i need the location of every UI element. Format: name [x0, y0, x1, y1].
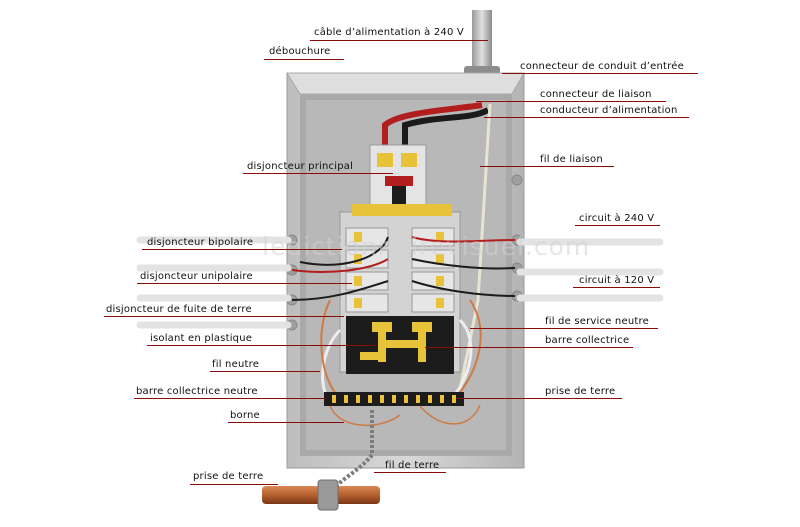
leader-rule	[104, 316, 344, 317]
label-circuit-120: circuit à 120 V	[579, 275, 655, 286]
label-barre-collectrice: barre collectrice	[545, 335, 630, 346]
panel-box-lip	[286, 72, 525, 95]
label-conducteur-alimentation: conducteur d’alimentation	[540, 105, 678, 116]
supply-conduit	[472, 10, 492, 72]
leader-rule	[480, 166, 614, 167]
leader-rule	[210, 371, 320, 372]
leader-rule	[374, 472, 446, 473]
leader-rule	[310, 40, 488, 41]
label-disjoncteur-fuite: disjoncteur de fuite de terre	[106, 304, 252, 315]
label-circuit-240: circuit à 240 V	[579, 213, 655, 224]
leader-rule	[147, 345, 375, 346]
leader-rule	[573, 287, 660, 288]
leader-rule	[456, 398, 622, 399]
ground-clamp	[317, 479, 339, 511]
external-cables	[136, 236, 664, 329]
leader-rule	[243, 173, 393, 174]
bonding-wire	[458, 103, 492, 391]
label-fil-liaison: fil de liaison	[540, 154, 603, 165]
label-prise-terre-droite: prise de terre	[545, 386, 616, 397]
label-fil-neutre: fil neutre	[212, 359, 260, 370]
label-fil-service-neutre: fil de service neutre	[545, 316, 649, 327]
watermark: ledictionnairevisuel.com	[262, 232, 591, 261]
leader-rule	[476, 101, 666, 102]
label-debouchure: débouchure	[269, 46, 331, 57]
label-connecteur-conduit: connecteur de conduit d’entrée	[520, 61, 684, 72]
leader-rule	[484, 117, 689, 118]
leader-rule	[190, 484, 278, 485]
supply-wire-black	[402, 107, 490, 150]
leader-rule	[137, 283, 352, 284]
label-cable-alimentation: câble d’alimentation à 240 V	[314, 27, 464, 38]
leader-rule	[502, 73, 698, 74]
leader-rule	[425, 347, 633, 348]
label-disjoncteur-bipolaire: disjoncteur bipolaire	[147, 237, 254, 248]
label-disjoncteur-unipolaire: disjoncteur unipolaire	[140, 271, 253, 282]
label-prise-terre-bas: prise de terre	[193, 471, 264, 482]
label-barre-collectrice-neutre: barre collectrice neutre	[136, 386, 258, 397]
label-borne: borne	[230, 410, 260, 421]
leader-rule	[470, 328, 658, 329]
label-disjoncteur-principal: disjoncteur principal	[247, 161, 354, 172]
label-fil-terre: fil de terre	[385, 460, 440, 471]
leader-rule	[134, 398, 326, 399]
leader-rule	[142, 249, 342, 250]
leader-rule	[228, 422, 344, 423]
bus-bar	[372, 322, 432, 362]
supply-wire-red	[382, 102, 483, 150]
leader-rule	[264, 59, 344, 60]
leader-rule	[575, 225, 660, 226]
label-connecteur-liaison: connecteur de liaison	[540, 89, 652, 100]
terminals	[332, 395, 456, 403]
label-isolant-plastique: isolant en plastique	[150, 333, 253, 344]
